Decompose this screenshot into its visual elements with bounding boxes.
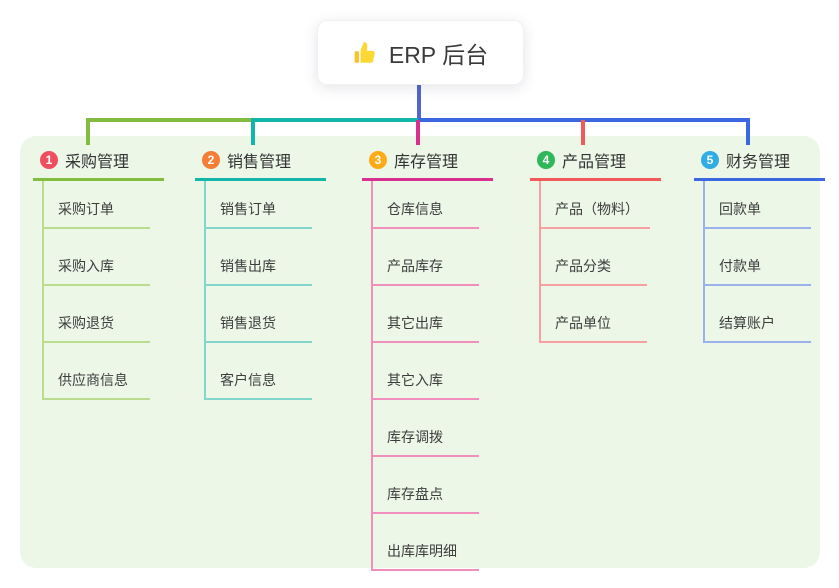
branch-label: 销售管理 — [227, 154, 292, 171]
branch-product: 4 产品管理 产品（物料） 产品分类 产品单位 — [530, 148, 661, 343]
root-label: ERP 后台 — [388, 41, 489, 68]
branch-header-product[interactable]: 4 产品管理 — [530, 148, 661, 181]
branch-label: 采购管理 — [65, 154, 130, 171]
thumbs-up-icon — [353, 40, 379, 66]
branch-sublist-sales: 销售订单 销售出库 销售退货 客户信息 — [204, 181, 312, 400]
tree-node[interactable]: 结算账户 — [705, 286, 811, 343]
branch-header-inventory[interactable]: 3 库存管理 — [362, 148, 493, 181]
branch-number-badge: 1 — [40, 151, 58, 169]
tree-node[interactable]: 付款单 — [705, 229, 811, 286]
connector-drop-product — [581, 120, 585, 145]
branch-header-purchase[interactable]: 1 采购管理 — [33, 148, 164, 181]
tree-node[interactable]: 仓库信息 — [373, 181, 479, 229]
connector-bus-purchase — [86, 118, 253, 122]
tree-node[interactable]: 销售出库 — [206, 229, 312, 286]
branch-number-badge: 2 — [202, 151, 220, 169]
branch-purchase: 1 采购管理 采购订单 采购入库 采购退货 供应商信息 — [33, 148, 164, 400]
branch-sales: 2 销售管理 销售订单 销售出库 销售退货 客户信息 — [195, 148, 326, 400]
tree-node[interactable]: 销售订单 — [206, 181, 312, 229]
tree-node[interactable]: 销售退货 — [206, 286, 312, 343]
branch-sublist-inventory: 仓库信息 产品库存 其它出库 其它入库 库存调拨 库存盘点 出库库明细 — [371, 181, 479, 571]
tree-node[interactable]: 产品（物料） — [541, 181, 650, 229]
root-node[interactable]: ERP 后台 — [317, 20, 524, 85]
branch-number-badge: 4 — [537, 151, 555, 169]
tree-node[interactable]: 供应商信息 — [44, 343, 150, 400]
connector-drop-finance — [746, 118, 750, 145]
tree-node[interactable]: 客户信息 — [206, 343, 312, 400]
tree-node[interactable]: 其它出库 — [373, 286, 479, 343]
branch-number-badge: 3 — [369, 151, 387, 169]
tree-node[interactable]: 采购入库 — [44, 229, 150, 286]
tree-node[interactable]: 库存盘点 — [373, 457, 479, 514]
tree-node[interactable]: 出库库明细 — [373, 514, 479, 571]
branch-label: 库存管理 — [394, 154, 459, 171]
branch-header-finance[interactable]: 5 财务管理 — [694, 148, 825, 181]
connector-drop-sales — [251, 118, 255, 145]
branch-number-badge: 5 — [701, 151, 719, 169]
branch-header-sales[interactable]: 2 销售管理 — [195, 148, 326, 181]
branch-label: 产品管理 — [562, 154, 627, 171]
tree-node[interactable]: 回款单 — [705, 181, 811, 229]
tree-node[interactable]: 产品单位 — [541, 286, 647, 343]
branch-sublist-product: 产品（物料） 产品分类 产品单位 — [539, 181, 650, 343]
branch-finance: 5 财务管理 回款单 付款单 结算账户 — [694, 148, 825, 343]
branch-label: 财务管理 — [726, 154, 791, 171]
tree-node[interactable]: 库存调拨 — [373, 400, 479, 457]
tree-node[interactable]: 其它入库 — [373, 343, 479, 400]
connector-bus-sales — [251, 118, 418, 122]
connector-drop-inventory — [416, 120, 420, 145]
branches-panel — [20, 136, 820, 568]
connector-drop-purchase — [86, 118, 90, 145]
connector-root-drop — [417, 83, 421, 120]
branch-inventory: 3 库存管理 仓库信息 产品库存 其它出库 其它入库 库存调拨 库存盘点 出库库… — [362, 148, 493, 571]
tree-node[interactable]: 产品分类 — [541, 229, 647, 286]
branch-sublist-finance: 回款单 付款单 结算账户 — [703, 181, 811, 343]
tree-node[interactable]: 产品库存 — [373, 229, 479, 286]
tree-node[interactable]: 采购订单 — [44, 181, 150, 229]
branch-sublist-purchase: 采购订单 采购入库 采购退货 供应商信息 — [42, 181, 150, 400]
tree-node[interactable]: 采购退货 — [44, 286, 150, 343]
